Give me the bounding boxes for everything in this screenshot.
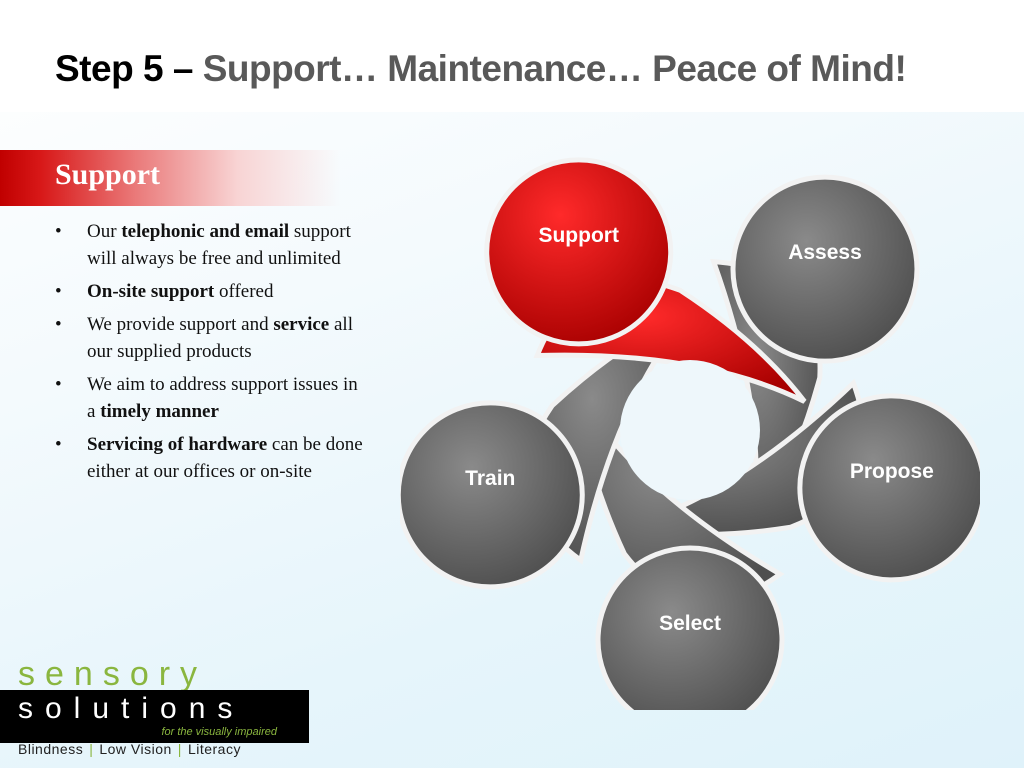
bullet-item: We aim to address support issues in a ti… — [55, 371, 365, 425]
bullet-item: On-site support offered — [55, 278, 365, 305]
logo-tagline: for the visually impaired — [161, 726, 277, 738]
cycle-label-train: Train — [465, 467, 515, 490]
logo-footer: Blindness | Low Vision | Literacy — [18, 741, 241, 757]
logo-black-box: solutions for the visually impaired — [0, 690, 309, 743]
slide-title-rest: Support… Maintenance… Peace of Mind! — [202, 48, 907, 89]
cycle-lobe-propose — [797, 393, 980, 583]
cycle-label-assess: Assess — [788, 241, 862, 264]
section-title: Support — [55, 158, 161, 191]
logo-footer-item: Blindness — [18, 741, 84, 757]
bullet-bold-text: timely manner — [100, 401, 219, 422]
bullet-text: Our — [87, 221, 122, 242]
slide-title-lead: Step 5 – — [55, 48, 193, 89]
bullet-bold-text: service — [273, 314, 330, 335]
bullet-item: We provide support and service all our s… — [55, 311, 365, 365]
cycle-lobe-select — [595, 545, 785, 710]
logo-word-solutions: solutions — [18, 692, 245, 725]
bullet-text: can be done either at our offices or on-… — [87, 434, 363, 482]
sensory-solutions-logo: sensory solutions for the visually impai… — [0, 655, 320, 768]
logo-footer-separator: | — [89, 741, 94, 757]
bullet-text: all our supplied products — [87, 314, 353, 362]
bullet-bold-text: telephonic and email — [121, 221, 290, 242]
section-bar — [0, 150, 340, 206]
bullet-text: support will always be free and unlimite… — [87, 221, 351, 269]
title-band — [0, 0, 1024, 112]
bullet-bold-text: On-site support — [87, 281, 215, 302]
cycle-lobe-assess — [730, 174, 920, 364]
logo-footer-separator: | — [177, 741, 182, 757]
bullet-list: Our telephonic and email support will al… — [55, 218, 365, 491]
cycle-label-select: Select — [659, 612, 721, 635]
bullet-text: We aim to address support issues in a — [87, 374, 358, 422]
cycle-lobe-support — [484, 157, 674, 347]
logo-footer-item: Low Vision — [99, 741, 172, 757]
cycle-label-propose: Propose — [850, 460, 934, 483]
cycle-center — [620, 360, 760, 500]
bullet-bold-text: Servicing of hardware — [87, 434, 268, 455]
bullet-text: offered — [214, 281, 274, 302]
bullet-text: We provide support and — [87, 314, 274, 335]
slide-title: Step 5 – Support… Maintenance… Peace of … — [55, 48, 907, 90]
logo-footer-item: Literacy — [187, 741, 241, 757]
logo-word-sensory: sensory — [18, 655, 208, 693]
bullet-item: Servicing of hardware can be done either… — [55, 431, 365, 485]
bullet-item: Our telephonic and email support will al… — [55, 218, 365, 272]
cycle-lobe-train — [400, 400, 585, 590]
cycle-label-support: Support — [538, 224, 618, 247]
